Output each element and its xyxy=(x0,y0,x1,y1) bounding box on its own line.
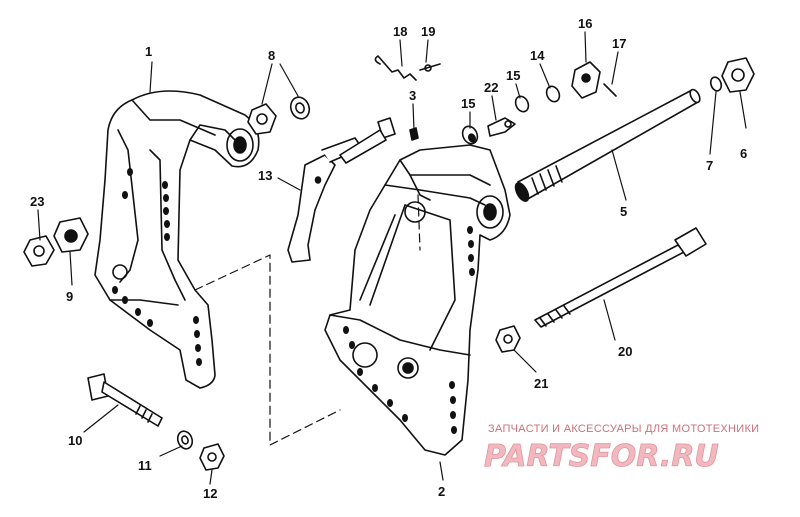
pin-17 xyxy=(603,83,617,97)
callout-11: 11 xyxy=(138,458,152,473)
callout-18: 18 xyxy=(393,24,407,39)
washer-11 xyxy=(176,430,194,450)
callout-8: 8 xyxy=(268,48,275,63)
callout-7: 7 xyxy=(706,158,713,173)
callout-17: 17 xyxy=(612,36,626,51)
long-bolt xyxy=(534,227,707,328)
watermark-caption: ЗАПЧАСТИ И АКСЕССУАРЫ ДЛЯ МОТОТЕХНИКИ xyxy=(488,423,759,435)
right-clamp-bracket xyxy=(324,144,511,456)
ring-7 xyxy=(709,76,723,92)
washer-14 xyxy=(545,85,561,103)
nut-9 xyxy=(53,217,89,253)
callout-labels: 1 2 3 5 6 7 8 9 10 11 12 13 14 15 15 16 … xyxy=(30,16,747,501)
bushing-3 xyxy=(339,117,419,164)
tilt-lever xyxy=(287,137,363,263)
callout-21: 21 xyxy=(534,376,548,391)
callout-6: 6 xyxy=(740,146,747,161)
nut-23 xyxy=(23,235,55,267)
callout-5: 5 xyxy=(620,204,627,219)
nut-6 xyxy=(721,57,755,93)
nut-12 xyxy=(199,443,225,471)
short-bolt xyxy=(87,373,163,427)
nut-21 xyxy=(495,325,521,353)
washers-8 xyxy=(247,96,311,135)
callout-20: 20 xyxy=(618,344,632,359)
bushing-15b xyxy=(514,95,530,113)
watermark-logo: PARTSFOR.RU xyxy=(484,439,719,474)
callout-10: 10 xyxy=(68,433,82,448)
callout-9: 9 xyxy=(66,289,73,304)
callout-12: 12 xyxy=(203,486,217,501)
lever-16 xyxy=(571,61,601,99)
spring-18-19 xyxy=(374,55,441,81)
callout-22: 22 xyxy=(484,80,498,95)
alignment-lines xyxy=(194,194,421,446)
callout-19: 19 xyxy=(421,24,435,39)
watermark: ЗАПЧАСТИ И АКСЕССУАРЫ ДЛЯ МОТОТЕХНИКИ PA… xyxy=(484,423,759,474)
callout-1: 1 xyxy=(145,44,152,59)
bushing-15a xyxy=(461,125,479,145)
callout-16: 16 xyxy=(578,16,592,31)
callout-14: 14 xyxy=(530,48,545,63)
leader-lines xyxy=(37,31,747,485)
callout-15b: 15 xyxy=(506,68,520,83)
tilt-tube xyxy=(514,88,701,202)
callout-15a: 15 xyxy=(461,96,475,111)
callout-23: 23 xyxy=(30,194,44,209)
left-clamp-bracket xyxy=(94,90,260,389)
callout-2: 2 xyxy=(438,484,445,499)
callout-3: 3 xyxy=(409,88,416,103)
clip-22 xyxy=(487,117,516,137)
callout-13: 13 xyxy=(258,168,272,183)
